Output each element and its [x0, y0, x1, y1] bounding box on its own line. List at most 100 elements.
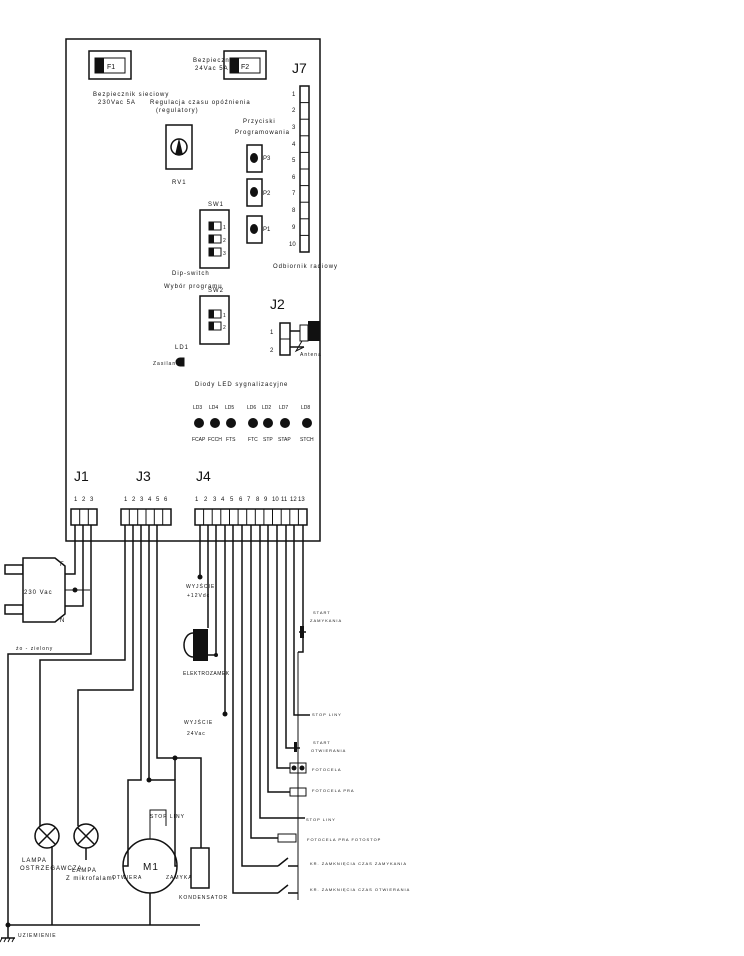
svg-text:11: 11 — [281, 497, 288, 503]
programming-buttons: Przyciski Programowania P3 P2 P1 — [235, 119, 289, 244]
svg-text:LAMPA: LAMPA — [72, 868, 97, 874]
mains-plug: 230 Vac F N żo - zielony — [4, 557, 66, 652]
svg-text:J3: J3 — [136, 468, 151, 484]
svg-text:2: 2 — [292, 108, 296, 114]
svg-text:9: 9 — [264, 497, 268, 503]
svg-text:1: 1 — [223, 225, 226, 231]
svg-text:FCAP: FCAP — [192, 437, 206, 443]
svg-text:2: 2 — [82, 497, 86, 503]
j7-caption: Odbiornik radiowy — [273, 264, 338, 270]
svg-text:STOP LINY: STOP LINY — [150, 814, 185, 820]
svg-text:J1: J1 — [74, 468, 89, 484]
svg-text:8: 8 — [292, 208, 296, 214]
svg-text:6: 6 — [164, 497, 168, 503]
output-24v: WYJŚCIE 24Vac — [184, 718, 212, 737]
svg-text:1: 1 — [74, 497, 78, 503]
svg-text:FOTOCELA: FOTOCELA — [312, 767, 342, 772]
svg-text:4: 4 — [221, 497, 225, 503]
fuse-f1: F1 Bezpiecznik sieciowy 230Vac 5A — [88, 50, 168, 106]
terminal-block-j1: J1 1 2 3 — [70, 468, 98, 526]
antenna-label: Antena — [300, 352, 322, 358]
pe-wire-label: żo - zielony — [16, 646, 53, 652]
svg-text:7: 7 — [292, 191, 296, 197]
svg-text:KONDENSATOR: KONDENSATOR — [179, 895, 228, 901]
warning-lamp: LAMPA OSTRZEGAWCZA — [20, 823, 82, 872]
courtesy-lamp: LAMPA Z mikrofalami — [66, 823, 115, 882]
power-led-ld1: LD1 Zasilanie — [153, 345, 189, 367]
electrolock: ELEKTROZAMEK — [183, 629, 229, 677]
svg-text:WYJŚCIE: WYJŚCIE — [186, 582, 215, 590]
fuse-f1-label: F1 — [107, 64, 115, 71]
fuse-f2-caption: Bezpiecznik — [193, 58, 236, 64]
svg-text:FCCH: FCCH — [208, 437, 222, 443]
fuse-f2-caption: 24Vac 5A — [195, 66, 229, 72]
svg-text:1: 1 — [292, 92, 296, 98]
svg-text:LD4: LD4 — [209, 405, 218, 411]
control-board — [65, 38, 321, 542]
svg-text:1: 1 — [124, 497, 128, 503]
svg-text:5: 5 — [230, 497, 234, 503]
svg-text:LAMPA: LAMPA — [22, 858, 47, 864]
button-p3-label: P3 — [263, 156, 271, 162]
svg-text:KR. ZAMKNIĘCIA CZAS OTWIERANIA: KR. ZAMKNIĘCIA CZAS OTWIERANIA — [310, 887, 410, 892]
svg-text:Z mikrofalami: Z mikrofalami — [66, 876, 115, 882]
signal-leds: Diody LED sygnalizacyjne LD3 FCAP LD4 FC… — [192, 382, 314, 443]
led-ld3: LD3 FCAP — [192, 405, 206, 443]
svg-text:24Vac: 24Vac — [187, 731, 206, 737]
svg-text:START: START — [313, 740, 331, 745]
signal-leds-caption: Diody LED sygnalizacyjne — [195, 382, 288, 388]
stop-label: STOP LINY — [312, 712, 342, 717]
svg-text:ZAMYKANIA: ZAMYKANIA — [310, 618, 342, 623]
connector-j7: J7 1 2 3 4 5 6 7 8 9 10 Odbiornik radiow… — [273, 60, 338, 270]
svg-text:2: 2 — [270, 348, 274, 354]
svg-text:OTWIERA: OTWIERA — [112, 875, 142, 881]
motor-label: M1 — [143, 862, 159, 873]
led-ld5: LD5 FTS — [225, 405, 236, 443]
svg-text:SW1: SW1 — [208, 202, 224, 208]
dip-switch-sw1: SW1 1 2 3 Dip-switch Wybór programu — [164, 202, 230, 290]
fuse-f1-caption: 230Vac 5A — [98, 100, 136, 106]
led-ld7: LD7 STAP — [278, 405, 291, 443]
svg-text:2: 2 — [223, 238, 226, 244]
j2-label: J2 — [270, 296, 285, 312]
ground-symbol: UZIEMIENIE — [0, 922, 200, 943]
svg-text:FOTOCELA PRA FOTOSTOP: FOTOCELA PRA FOTOSTOP — [307, 837, 381, 842]
svg-text:+12Vdc: +12Vdc — [187, 593, 210, 599]
svg-text:J4: J4 — [196, 468, 211, 484]
svg-text:1: 1 — [223, 313, 226, 319]
svg-text:6: 6 — [239, 497, 243, 503]
svg-text:(regulatory): (regulatory) — [156, 108, 199, 114]
svg-text:13: 13 — [298, 497, 305, 503]
svg-text:2: 2 — [223, 325, 226, 331]
svg-text:OSTRZEGAWCZA: OSTRZEGAWCZA — [20, 866, 82, 872]
svg-text:6: 6 — [292, 175, 296, 181]
motor-m1: M1 OTWIERA ZAMYKA STOP LINY — [112, 814, 192, 894]
svg-text:FTS: FTS — [226, 437, 236, 443]
svg-text:8: 8 — [256, 497, 260, 503]
svg-text:3: 3 — [213, 497, 217, 503]
svg-text:2: 2 — [132, 497, 136, 503]
svg-text:STAP: STAP — [278, 437, 291, 443]
fuse-f2-label: F2 — [241, 64, 249, 71]
capacitor: KONDENSATOR — [179, 847, 228, 901]
output-12v: WYJŚCIE +12Vdc — [186, 582, 215, 599]
svg-text:Przyciski: Przyciski — [243, 119, 276, 125]
svg-text:Dip-switch: Dip-switch — [172, 271, 210, 277]
svg-text:9: 9 — [292, 225, 296, 231]
svg-text:LD8: LD8 — [301, 405, 310, 411]
svg-text:LD1: LD1 — [175, 345, 189, 351]
svg-text:Zasilanie: Zasilanie — [153, 361, 182, 367]
svg-text:STCH: STCH — [300, 437, 314, 443]
svg-text:1: 1 — [195, 497, 199, 503]
svg-text:LD6: LD6 — [247, 405, 256, 411]
svg-text:3: 3 — [292, 125, 296, 131]
svg-text:KR. ZAMKNIĘCIA CZAS ZAMYKANIA: KR. ZAMKNIĘCIA CZAS ZAMYKANIA — [310, 861, 407, 866]
fuse-f2: F2 Bezpiecznik 24Vac 5A — [193, 50, 267, 80]
svg-text:LD3: LD3 — [193, 405, 202, 411]
j7-label: J7 — [292, 60, 307, 76]
svg-text:FTC: FTC — [248, 437, 258, 443]
terminal-block-j4: J4 1 2 3 4 5 6 7 8 9 10 11 12 13 — [194, 468, 308, 526]
svg-text:STP: STP — [263, 437, 273, 443]
svg-text:FOTOCELA PRA: FOTOCELA PRA — [312, 788, 355, 793]
